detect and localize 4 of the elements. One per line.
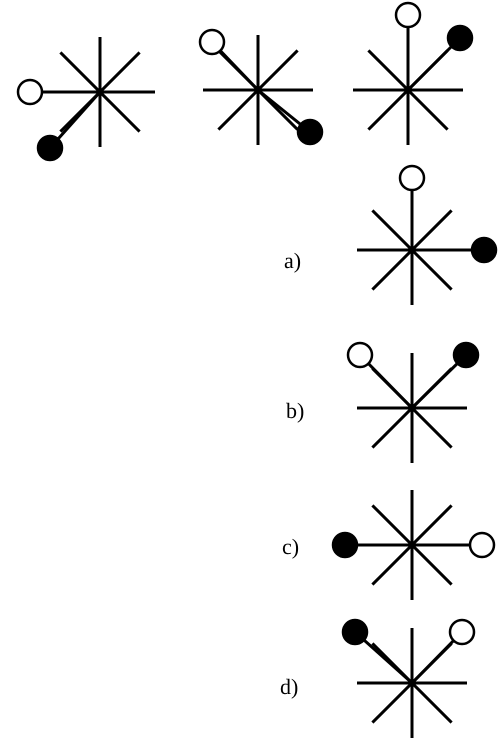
option-label: c) bbox=[282, 536, 300, 558]
option-label: a) bbox=[284, 250, 302, 272]
option-label: b) bbox=[286, 400, 304, 422]
option-label: d) bbox=[280, 676, 298, 698]
